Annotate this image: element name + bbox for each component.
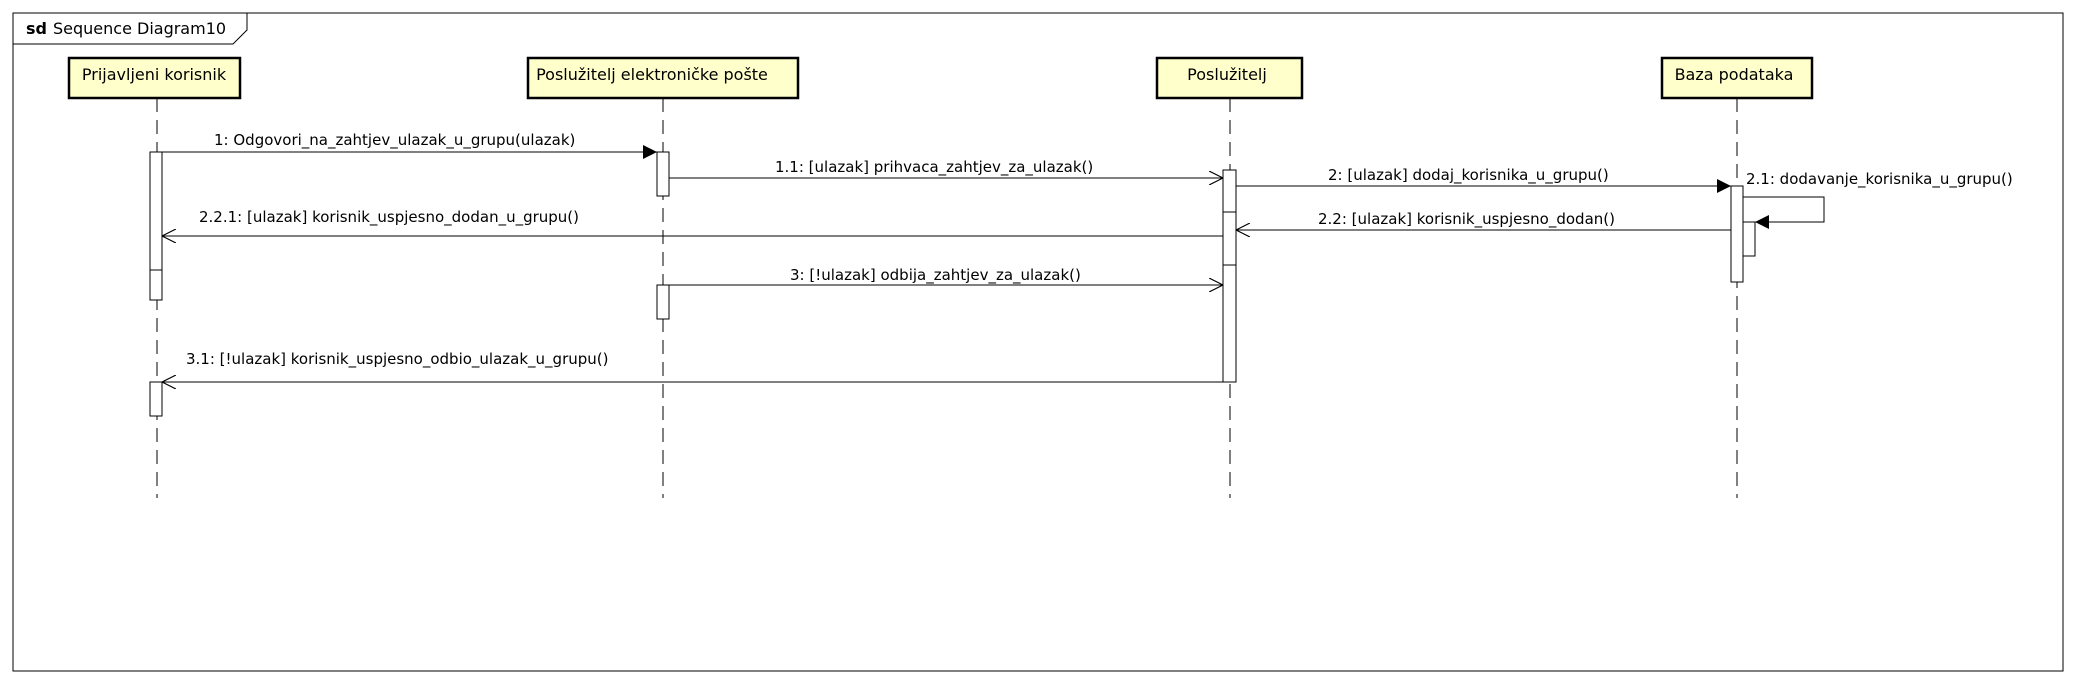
frame: sd Sequence Diagram10	[12, 12, 2064, 672]
messages: 1: Odgovori_na_zahtjev_ulazak_u_grupu(ul…	[162, 131, 2013, 382]
lifeline-head-posluzitelj-elektronicke-poste: Poslužitelj elektroničke pošte	[526, 56, 800, 100]
lifeline-label: Poslužitelj	[1187, 65, 1267, 84]
activation-bar	[149, 151, 163, 301]
message-label: 2: [ulazak] dodaj_korisnika_u_grupu()	[1328, 166, 1609, 185]
message-1: 1: Odgovori_na_zahtjev_ulazak_u_grupu(ul…	[162, 131, 657, 159]
message-2-2: 2.2: [ulazak] korisnik_uspjesno_dodan()	[1236, 210, 1731, 230]
message-label: 1.1: [ulazak] prihvaca_zahtjev_za_ulazak…	[775, 158, 1093, 177]
message-3: 3: [!ulazak] odbija_zahtjev_za_ulazak()	[669, 266, 1223, 285]
message-label: 3.1: [!ulazak] korisnik_uspjesno_odbio_u…	[186, 350, 608, 369]
activation-bar	[1222, 169, 1237, 383]
message-3-1: 3.1: [!ulazak] korisnik_uspjesno_odbio_u…	[162, 350, 1223, 382]
frame-title: sd Sequence Diagram10	[26, 19, 226, 38]
message-label: 2.1: dodavanje_korisnika_u_grupu()	[1746, 170, 2013, 189]
lifeline-label: Poslužitelj elektroničke pošte	[536, 65, 768, 84]
activation-bar	[149, 381, 163, 417]
activation-bar	[1742, 221, 1756, 257]
activations	[149, 151, 1756, 417]
lifeline-label: Prijavljeni korisnik	[82, 65, 227, 84]
message-label: 2.2: [ulazak] korisnik_uspjesno_dodan()	[1318, 210, 1615, 229]
activation-bar	[656, 151, 670, 197]
frame-border	[12, 12, 2064, 672]
message-label: 2.2.1: [ulazak] korisnik_uspjesno_dodan_…	[199, 208, 579, 227]
message-label: 1: Odgovori_na_zahtjev_ulazak_u_grupu(ul…	[214, 131, 575, 150]
lifeline-label: Baza podataka	[1675, 65, 1794, 84]
message-label: 3: [!ulazak] odbija_zahtjev_za_ulazak()	[790, 266, 1081, 285]
lifeline-heads: Prijavljeni korisnik Poslužitelj elektro…	[67, 56, 1814, 100]
message-1-1: 1.1: [ulazak] prihvaca_zahtjev_za_ulazak…	[669, 158, 1223, 178]
message-2-1: 2.1: dodavanje_korisnika_u_grupu()	[1743, 170, 2013, 229]
message-2-2-1: 2.2.1: [ulazak] korisnik_uspjesno_dodan_…	[162, 208, 1223, 236]
activation-bar	[1730, 185, 1744, 283]
lifeline-head-posluzitelj: Poslužitelj	[1155, 56, 1304, 100]
message-2: 2: [ulazak] dodaj_korisnika_u_grupu()	[1236, 166, 1731, 193]
lifeline-head-prijavljeni-korisnik: Prijavljeni korisnik	[67, 56, 242, 100]
frame-keyword: sd	[26, 19, 47, 38]
frame-name: Sequence Diagram10	[53, 19, 226, 38]
activation-bar	[656, 284, 670, 320]
lifeline-head-baza-podataka: Baza podataka	[1660, 56, 1814, 100]
frame-tab	[13, 13, 248, 45]
